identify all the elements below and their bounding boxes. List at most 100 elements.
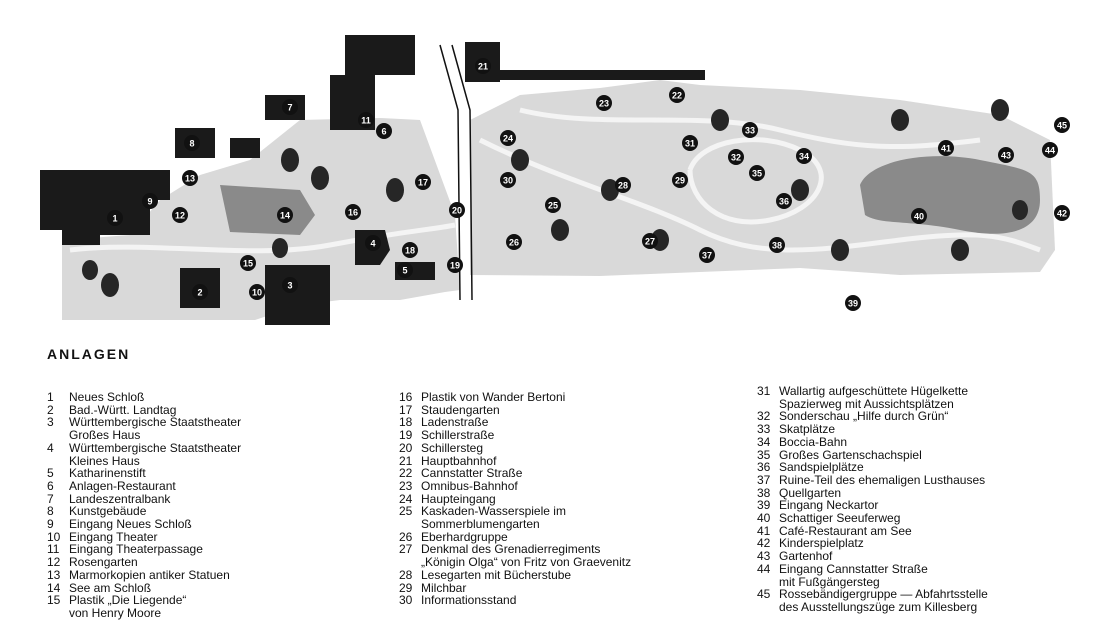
legend-item-label: Eberhardgruppe: [421, 529, 508, 544]
map-marker-label: 24: [503, 134, 513, 144]
legend-item-label: Sandspielplätze: [779, 460, 864, 475]
map-marker-1: 1: [107, 210, 123, 226]
map-marker-label: 45: [1057, 121, 1067, 131]
legend-item: 37 Ruine-Teil des ehemaligen Lusthauses: [757, 474, 988, 487]
legend-item-number: 42: [757, 536, 771, 551]
lake-am-see: [860, 156, 1040, 234]
map-marker-label: 25: [548, 201, 558, 211]
map-marker-label: 29: [675, 176, 685, 186]
legend-item-label: Informationsstand: [421, 593, 517, 608]
legend-item-label: Lesegarten mit Bücherstube: [421, 567, 572, 582]
legend-item-label: Kunstgebäude: [69, 504, 147, 519]
map-marker-41: 41: [938, 140, 954, 156]
map-marker-label: 28: [618, 181, 628, 191]
legend-item-label: See am Schloß: [69, 580, 152, 595]
legend-item-number: 18: [399, 415, 413, 430]
map-marker-label: 19: [450, 261, 460, 271]
legend-item-number: 34: [757, 434, 771, 449]
map-marker-18: 18: [402, 242, 418, 258]
legend-item-label: Schattiger Seeuferweg: [779, 511, 901, 526]
map-marker-label: 12: [175, 211, 185, 221]
map-marker-37: 37: [699, 247, 715, 263]
legend-item-label: Plastik „Die Liegende“: [69, 593, 187, 608]
map-marker-12: 12: [172, 207, 188, 223]
legend-item-number: 27: [399, 542, 413, 557]
legend-item: 30 Informationsstand: [399, 594, 631, 607]
legend-item-number: 39: [757, 498, 771, 513]
legend-item-continuation: des Ausstellungszüge zum Killesberg: [779, 599, 978, 614]
map-marker-35: 35: [749, 165, 765, 181]
legend-item-number: 20: [399, 440, 413, 455]
map-marker-label: 20: [452, 206, 462, 216]
map-marker-9: 9: [142, 193, 158, 209]
legend-item-number: 9: [47, 517, 54, 532]
legend-item-number: 32: [757, 409, 771, 424]
legend-item-label: Denkmal des Grenadierregiments: [421, 542, 601, 557]
legend-item-continuation: Großes Haus: [69, 428, 141, 443]
legend-item-number: 38: [757, 485, 771, 500]
legend-item: 27 Denkmal des Grenadierregiments: [399, 543, 631, 556]
legend-item-label: Württembergische Staatstheater: [69, 415, 242, 430]
legend-item-label: Ruine-Teil des ehemaligen Lusthauses: [779, 472, 986, 487]
legend-item-number: 21: [399, 453, 413, 468]
legend-item-label: Skatplätze: [779, 422, 836, 437]
legend-item-label: Staudengarten: [421, 402, 500, 417]
map-marker-28: 28: [615, 177, 631, 193]
map-marker-16: 16: [345, 204, 361, 220]
legend-item-number: 6: [47, 478, 54, 493]
legend-item-number: 12: [47, 555, 61, 570]
legend-item-label: Ladenstraße: [421, 415, 489, 430]
legend-item-label: Anlagen-Restaurant: [69, 478, 176, 493]
map-marker-4: 4: [365, 235, 381, 251]
legend-item-continuation: Spazierweg mit Aussichtsplätzen: [779, 396, 954, 411]
legend-item-number: 37: [757, 472, 771, 487]
map-marker-39: 39: [845, 295, 861, 311]
legend-item-label: Eingang Cannstatter Straße: [779, 561, 928, 576]
legend-item-label: Kaskaden-Wasserspiele im: [421, 504, 566, 519]
legend-item-number: 13: [47, 567, 61, 582]
map-marker-label: 4: [370, 239, 375, 249]
legend-item: 42 Kinderspielplatz: [757, 537, 988, 550]
lake-am-schloss: [220, 185, 315, 235]
legend-item-continuation: Sommerblumengarten: [421, 517, 540, 532]
legend-item-label: Eingang Neues Schloß: [69, 517, 192, 532]
map-marker-label: 38: [772, 241, 782, 251]
map-marker-34: 34: [796, 148, 812, 164]
map-marker-label: 18: [405, 246, 415, 256]
map-marker-label: 16: [348, 208, 358, 218]
map-marker-label: 22: [672, 91, 682, 101]
legend-item-label: Café-Restaurant am See: [779, 523, 912, 538]
legend-item-label: Rossebändigergruppe — Abfahrtsstelle: [779, 587, 988, 602]
map-marker-36: 36: [776, 193, 792, 209]
map-marker-45: 45: [1054, 117, 1070, 133]
legend-item-label: Eingang Neckartor: [779, 498, 879, 513]
legend-item-number: 26: [399, 529, 413, 544]
map-marker-label: 6: [381, 127, 386, 137]
legend-title: ANLAGEN: [47, 346, 131, 362]
legend-item: 26 Eberhardgruppe: [399, 531, 631, 544]
map-marker-17: 17: [415, 174, 431, 190]
legend-item-label: Eingang Theaterpassage: [69, 542, 203, 557]
legend-item-label: Württembergische Staatstheater: [69, 440, 242, 455]
legend-item-label: Kinderspielplatz: [779, 536, 864, 551]
map-marker-label: 23: [599, 99, 609, 109]
map-marker-10: 10: [249, 284, 265, 300]
legend-item-label: Eingang Theater: [69, 529, 158, 544]
map-marker-label: 41: [941, 144, 951, 154]
legend-item-number: 30: [399, 593, 413, 608]
map-marker-label: 32: [731, 153, 741, 163]
legend-item-label: Schillerstraße: [421, 428, 495, 443]
map-marker-29: 29: [672, 172, 688, 188]
